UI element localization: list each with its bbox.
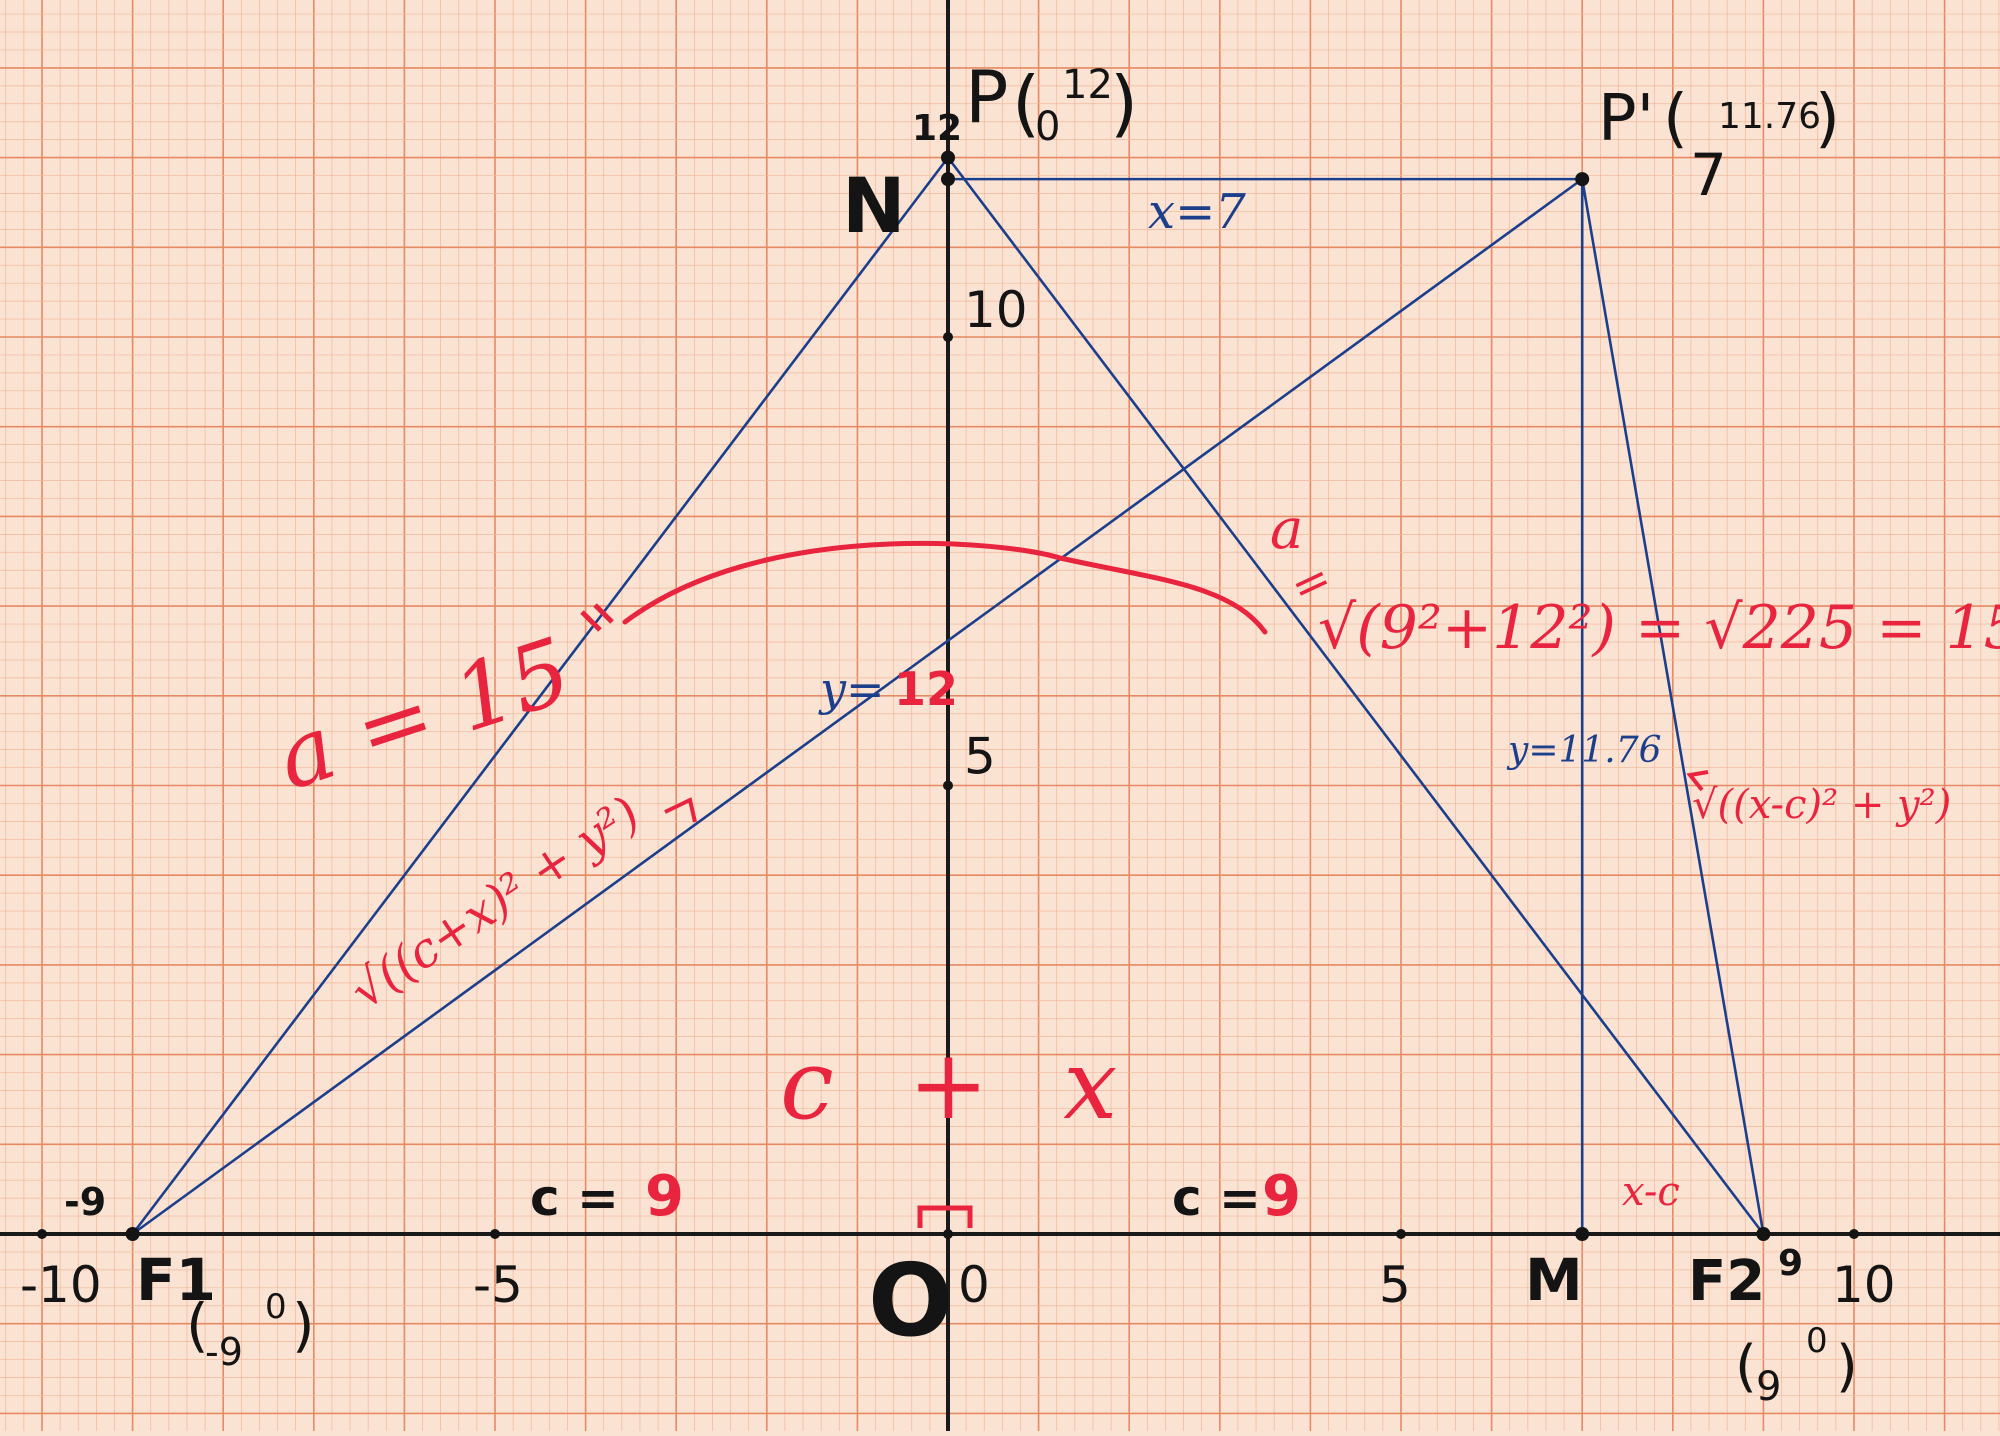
point-f1 [125, 1227, 140, 1241]
segment-p_prime-f2 [1580, 178, 1765, 1235]
point-f2 [1756, 1227, 1771, 1241]
point-label-p: P [965, 55, 1008, 139]
segment-p-f2 [946, 156, 1765, 1235]
point-p-prime [1575, 172, 1590, 187]
point-p-prime-close-paren: ) [1815, 82, 1840, 156]
point-f1-coord-x: -9 [205, 1330, 243, 1374]
point-f2-open-paren: ( [1735, 1334, 1757, 1399]
annotation-y-equals-11-76: y=11.76 [1506, 730, 1662, 771]
point-f2-coord-y: 0 [1806, 1321, 1828, 1361]
annotation-y-equals-prefix: y= [818, 662, 885, 716]
annotation-c-left-prefix: c = [530, 1169, 619, 1227]
point-p-prime-coord-x: 7 [1690, 141, 1727, 209]
x-tick-label: 5 [1379, 1256, 1411, 1314]
point-p-coord-x: 0 [1035, 104, 1060, 150]
point-label-p-prime: P' [1598, 82, 1654, 156]
connector-curve [622, 540, 1268, 635]
arrow-mark-right [1686, 770, 1709, 792]
annotation-x-equals-7: x=7 [1148, 184, 1246, 240]
x-tick-label: 10 [1832, 1256, 1896, 1314]
annotation-x-minus-c: x-c [1622, 1169, 1680, 1215]
point-p-close-paren: ) [1110, 61, 1138, 145]
point-p-coord-y: 12 [1062, 62, 1113, 108]
x-tick-dot [1396, 1229, 1406, 1239]
point-f2-coord-x: 9 [1756, 1364, 1781, 1410]
annotation-c-plus-x: c + x [780, 1029, 1139, 1141]
point-markers [125, 150, 1771, 1241]
point-f1-value-label: -9 [64, 1180, 106, 1224]
segment-f1-p [131, 156, 950, 1235]
x-tick-dot [37, 1229, 47, 1239]
y-tick-dot [943, 780, 953, 791]
point-label-n: N [842, 161, 906, 250]
x-tick-label: -5 [473, 1256, 523, 1314]
annotation-y-equals-value: 12 [894, 662, 958, 716]
point-p [941, 150, 955, 165]
point-p-prime-coord-y: 11.76 [1718, 96, 1821, 137]
x-tick-label: -10 [20, 1256, 102, 1314]
origin-label: O [868, 1242, 953, 1359]
point-f2-close-paren: ) [1836, 1334, 1858, 1399]
annotation-a-right: a [1270, 497, 1303, 562]
point-m [1575, 1227, 1590, 1241]
annotation-c-right-prefix: c = [1172, 1169, 1261, 1227]
point-f1-close-paren: ) [292, 1291, 315, 1359]
point-n-value-label: 12 [912, 108, 962, 149]
point-f2-value-label: 9 [1778, 1243, 1803, 1284]
point-label-f2: F2 [1688, 1249, 1765, 1314]
y-tick-label: 5 [964, 728, 996, 786]
arrow-mark-left [664, 797, 697, 823]
y-tick-label: 10 [964, 281, 1028, 339]
annotation-c-left-value: 9 [645, 1164, 684, 1229]
axis-tick-labels: -10 -5 0 5 10 5 10 [20, 281, 1896, 1314]
annotation-c-right-value: 9 [1262, 1164, 1301, 1229]
tick-mark-left [580, 603, 614, 632]
x-tick-dot [1849, 1229, 1859, 1239]
point-f1-coord-y: 0 [265, 1287, 287, 1327]
x-tick-dot [943, 1229, 953, 1239]
construction-lines [131, 156, 1765, 1236]
point-p-prime-open-paren: ( [1663, 82, 1688, 156]
point-label-m: M [1525, 1246, 1583, 1314]
right-angle-marker [917, 1205, 973, 1228]
x-tick-label: 0 [958, 1256, 990, 1314]
annotation-a-formula: √(9²+12²) = √225 = 15 [1318, 593, 2000, 663]
point-n [941, 172, 955, 187]
segment-f1-p_prime [131, 178, 1583, 1236]
annotation-a-equals-15: a = 15 [264, 618, 583, 811]
y-tick-dot [943, 332, 953, 342]
annotation-distance-right: √((x-c)² + y²) [1692, 782, 1951, 828]
x-tick-dot [490, 1229, 500, 1239]
point-f1-open-paren: ( [186, 1291, 209, 1359]
point-label-f1: F1 [136, 1246, 216, 1314]
point-p-open-paren: ( [1012, 61, 1040, 145]
